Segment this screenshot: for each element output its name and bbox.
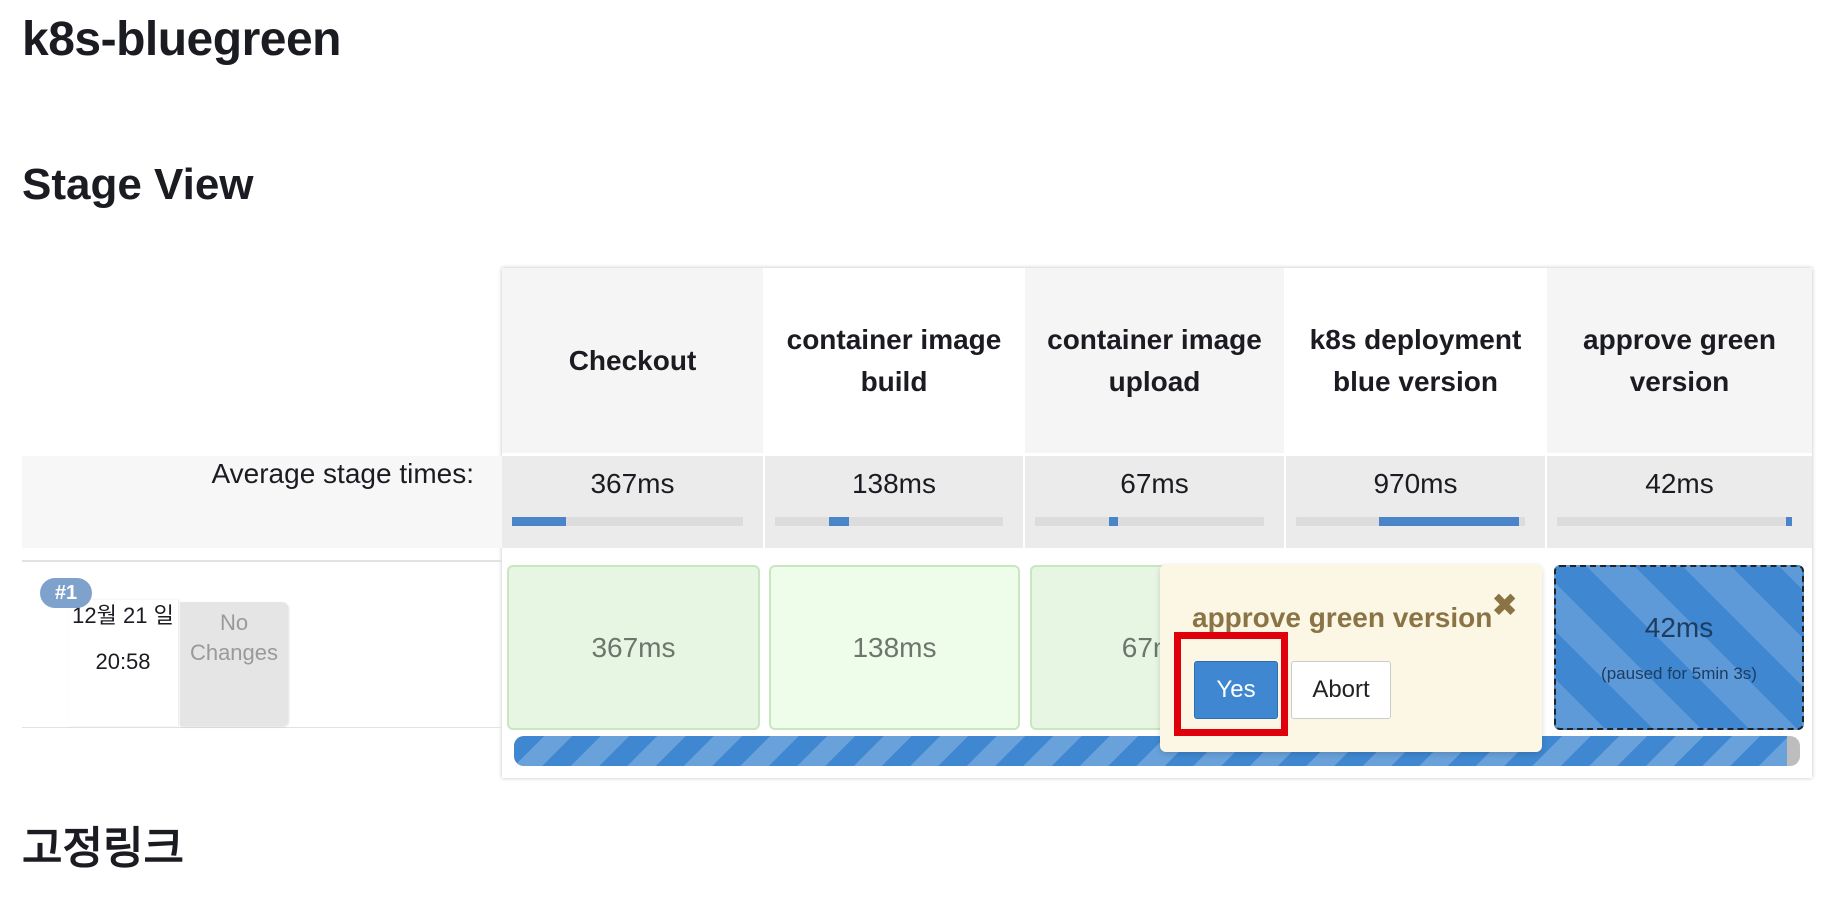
avg-time: 42ms [1645, 468, 1714, 499]
avg-label-row [22, 456, 502, 548]
row-divider [22, 560, 502, 562]
avg-cell-k8s-deploy: 970ms [1286, 456, 1545, 548]
build-number-badge[interactable]: #1 [40, 578, 92, 608]
avg-cell-checkout: 367ms [502, 456, 763, 548]
build-date-card[interactable]: 12월 21 일 20:58 [68, 600, 178, 726]
permalinks-title: 고정링크 [22, 824, 184, 873]
stage-header-k8s-deploy: k8s deployment blue version [1309, 323, 1522, 397]
close-icon[interactable]: ✖ [1491, 587, 1518, 623]
approval-popup-title: approve green version [1192, 602, 1493, 633]
paused-stage-time: 42ms [1644, 611, 1714, 643]
approve-yes-button[interactable]: Yes [1194, 661, 1278, 719]
stage-cell-image-build[interactable]: 138ms [769, 565, 1020, 730]
avg-cell-image-upload: 67ms [1025, 456, 1284, 548]
avg-bar-fill [829, 517, 849, 526]
stage-view-title: Stage View [22, 160, 254, 209]
avg-bar [775, 517, 1003, 526]
paused-note: (paused for 5min 3s) [1601, 663, 1757, 683]
avg-stage-times-label: Average stage times: [211, 458, 474, 489]
avg-time: 367ms [590, 468, 675, 499]
avg-bar [1035, 517, 1264, 526]
stage-header-approve: approve green version [1547, 268, 1812, 453]
avg-time: 970ms [1373, 468, 1458, 499]
row-divider [22, 727, 502, 728]
avg-bar-fill [1786, 517, 1792, 526]
approval-popup: approve green version ✖ Yes Abort [1160, 564, 1542, 752]
avg-bar-fill [1109, 517, 1118, 526]
stage-header-checkout: Checkout [502, 268, 763, 453]
build-date: 12월 21 일 [72, 603, 174, 628]
avg-bar-fill [1379, 517, 1519, 526]
build-progress-bar [514, 736, 1800, 766]
stage-header-image-upload: container image upload [1025, 268, 1284, 453]
build-time: 20:58 [95, 649, 151, 674]
approve-abort-button[interactable]: Abort [1291, 661, 1391, 719]
avg-cell-approve: 42ms [1547, 456, 1812, 548]
no-changes-badge[interactable]: No Changes [180, 602, 288, 726]
avg-bar [1557, 517, 1792, 526]
avg-bar [512, 517, 743, 526]
highlight-box [1174, 632, 1288, 736]
avg-time: 138ms [851, 468, 937, 499]
avg-bar-fill [512, 517, 566, 526]
avg-bar [1296, 517, 1525, 526]
stage-cell-approve-paused[interactable]: 42ms (paused for 5min 3s) [1554, 565, 1804, 730]
stage-header-image-build: container image build [786, 323, 1002, 397]
stage-cell-checkout[interactable]: 367ms [507, 565, 760, 730]
build-progress-fill [514, 736, 1788, 766]
page-title: k8s-bluegreen [22, 13, 341, 66]
avg-time: 67ms [1120, 468, 1189, 499]
avg-cell-image-build: 138ms [765, 456, 1023, 548]
